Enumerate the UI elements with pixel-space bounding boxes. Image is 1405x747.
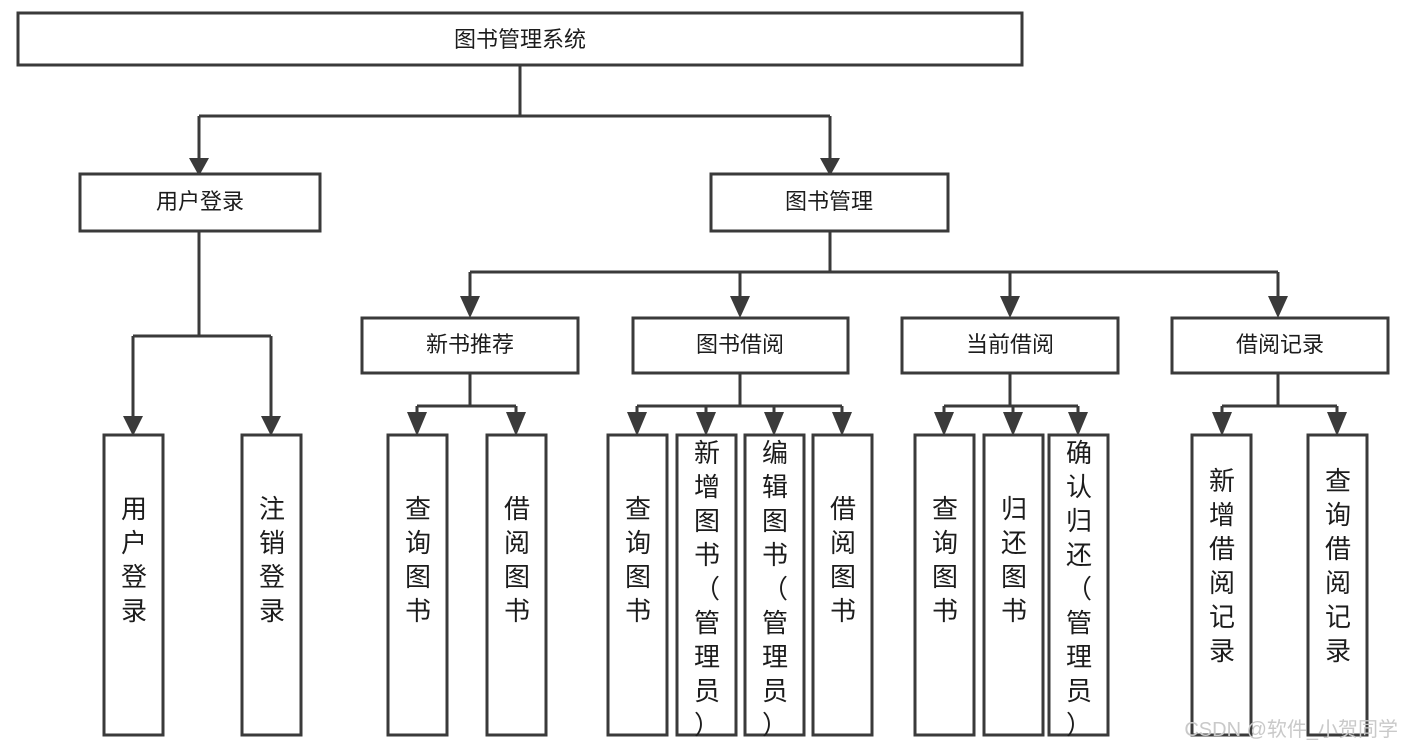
arrow-br-leaf-1-icon xyxy=(1212,412,1232,436)
node-leaf-confirm-return[interactable]: 确认归还（管理员） xyxy=(1047,433,1110,740)
arrow-nbr-leaf-1-icon xyxy=(407,412,427,436)
arrow-bb-leaf-1-icon xyxy=(627,412,647,436)
node-leaf-add-book-label: 新增图书（管理员） xyxy=(694,438,720,740)
arrow-cb-leaf-1-icon xyxy=(934,412,954,436)
node-book-manage-label: 图书管理 xyxy=(785,189,873,214)
node-borrow-record-box[interactable] xyxy=(1170,316,1390,375)
node-leaf-query-book-2-box[interactable] xyxy=(606,433,669,737)
node-root-box[interactable] xyxy=(16,11,1024,67)
node-leaf-borrow-book-2-label: 借阅图书 xyxy=(830,494,856,626)
node-leaf-query-record[interactable]: 查询借阅记录 xyxy=(1306,433,1369,737)
arrow-root-to-book-manage-icon xyxy=(820,158,840,176)
node-user-login-box[interactable] xyxy=(78,172,322,233)
node-leaf-return-book-label: 归还图书 xyxy=(1001,494,1027,626)
node-new-book-recommend[interactable]: 新书推荐 xyxy=(360,316,580,375)
node-leaf-borrow-book-1-box[interactable] xyxy=(485,433,548,737)
node-leaf-borrow-book-2-box[interactable] xyxy=(811,433,874,737)
node-leaf-query-record-box[interactable] xyxy=(1306,433,1369,737)
node-leaf-query-book-3[interactable]: 查询图书 xyxy=(913,433,976,737)
node-leaf-user-login-box[interactable] xyxy=(102,433,165,737)
node-borrow-record-label: 借阅记录 xyxy=(1236,332,1324,357)
node-root[interactable]: 图书管理系统 xyxy=(16,11,1024,67)
node-current-borrow[interactable]: 当前借阅 xyxy=(900,316,1120,375)
node-leaf-query-book-1[interactable]: 查询图书 xyxy=(386,433,449,737)
arrow-cb-leaf-3-icon xyxy=(1068,412,1088,436)
node-leaf-query-book-1-box[interactable] xyxy=(386,433,449,737)
node-leaf-query-book-2[interactable]: 查询图书 xyxy=(606,433,669,737)
node-leaf-edit-book[interactable]: 编辑图书（管理员） xyxy=(743,433,806,740)
node-leaf-return-book-box[interactable] xyxy=(982,433,1045,737)
node-leaf-user-logout[interactable]: 注销登录 xyxy=(240,433,303,737)
node-book-borrow-label: 图书借阅 xyxy=(696,332,784,357)
node-leaf-return-book[interactable]: 归还图书 xyxy=(982,433,1045,737)
arrow-bb-leaf-3-icon xyxy=(764,412,784,436)
node-leaf-confirm-return-label: 确认归还（管理员） xyxy=(1066,438,1092,740)
node-leaf-user-login[interactable]: 用户登录 xyxy=(102,433,165,737)
arrow-bm-current-borrow-icon xyxy=(1000,296,1020,318)
node-leaf-borrow-book-1-label: 借阅图书 xyxy=(504,494,530,626)
node-book-manage-box[interactable] xyxy=(709,172,950,233)
node-new-book-recommend-label: 新书推荐 xyxy=(426,332,514,357)
node-leaf-add-book[interactable]: 新增图书（管理员） xyxy=(675,433,738,740)
node-root-label: 图书管理系统 xyxy=(454,27,586,52)
node-leaf-query-book-3-label: 查询图书 xyxy=(932,494,958,626)
node-current-borrow-label: 当前借阅 xyxy=(966,332,1054,357)
node-leaf-borrow-book-2[interactable]: 借阅图书 xyxy=(811,433,874,737)
node-leaf-edit-book-label: 编辑图书（管理员） xyxy=(762,438,788,740)
arrow-bb-leaf-4-icon xyxy=(832,412,852,436)
node-book-manage[interactable]: 图书管理 xyxy=(709,172,950,233)
arrow-cb-leaf-2-icon xyxy=(1003,412,1023,436)
node-user-login-label: 用户登录 xyxy=(156,189,244,214)
arrow-nbr-leaf-2-icon xyxy=(506,412,526,436)
node-leaf-edit-book-box[interactable] xyxy=(743,433,806,737)
arrow-br-leaf-2-icon xyxy=(1327,412,1347,436)
node-leaf-user-logout-label: 注销登录 xyxy=(259,494,285,626)
node-current-borrow-box[interactable] xyxy=(900,316,1120,375)
connector-layer xyxy=(123,65,1347,436)
arrow-bm-new-book-icon xyxy=(460,296,480,318)
node-leaf-add-record-box[interactable] xyxy=(1190,433,1253,737)
arrow-bb-leaf-2-icon xyxy=(696,412,716,436)
arrow-root-to-user-login-icon xyxy=(189,158,209,176)
node-leaf-user-logout-box[interactable] xyxy=(240,433,303,737)
watermark-label: CSDN @软件_小贺同学 xyxy=(1184,718,1398,741)
node-book-borrow[interactable]: 图书借阅 xyxy=(631,316,850,375)
node-leaf-add-record-label: 新增借阅记录 xyxy=(1209,466,1235,666)
arrow-user-login-leaf-2-icon xyxy=(261,416,281,436)
node-leaf-add-book-box[interactable] xyxy=(675,433,738,737)
arrow-bm-borrow-record-icon xyxy=(1268,296,1288,318)
node-new-book-recommend-box[interactable] xyxy=(360,316,580,375)
node-leaf-borrow-book-1[interactable]: 借阅图书 xyxy=(485,433,548,737)
node-leaf-user-login-label: 用户登录 xyxy=(121,494,147,626)
node-leaf-query-book-2-label: 查询图书 xyxy=(625,494,651,626)
node-leaf-query-book-1-label: 查询图书 xyxy=(405,494,431,626)
node-leaf-confirm-return-box[interactable] xyxy=(1047,433,1110,737)
node-leaf-query-book-3-box[interactable] xyxy=(913,433,976,737)
node-leaf-add-record[interactable]: 新增借阅记录 xyxy=(1190,433,1253,737)
arrow-user-login-leaf-1-icon xyxy=(123,416,143,436)
node-leaf-query-record-label: 查询借阅记录 xyxy=(1325,466,1351,666)
node-book-borrow-box[interactable] xyxy=(631,316,850,375)
node-user-login[interactable]: 用户登录 xyxy=(78,172,322,233)
node-borrow-record[interactable]: 借阅记录 xyxy=(1170,316,1390,375)
arrow-bm-book-borrow-icon xyxy=(730,296,750,318)
